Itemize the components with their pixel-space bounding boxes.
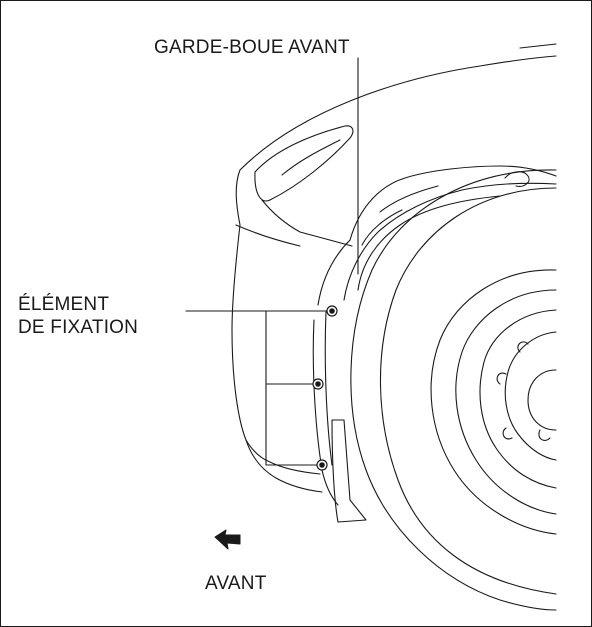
- fender-liner-rib: [361, 209, 403, 246]
- lug-nut-4: [538, 429, 551, 441]
- lug-nut-1: [517, 341, 529, 353]
- fastener-screw-1: [326, 305, 338, 317]
- fastener-label: ÉLÉMENT DE FIXATION: [18, 293, 138, 339]
- hood-outline-top: [519, 43, 557, 49]
- front-fender-label: GARDE-BOUE AVANT: [154, 37, 350, 58]
- rim-ring-3: [479, 309, 557, 489]
- fastener-screw-3: [316, 459, 328, 471]
- tire-tread: [379, 187, 557, 595]
- headlight-inner: [281, 139, 341, 176]
- mud-flap: [331, 419, 367, 523]
- bumper-outline: [231, 169, 323, 493]
- fender-liner-rib-2: [379, 185, 439, 213]
- tire-outer: [350, 169, 557, 611]
- lug-nut-3: [502, 427, 513, 440]
- headlight-outline: [254, 125, 354, 202]
- fastener-label-line2: DE FIXATION: [18, 317, 139, 338]
- fastener-bracket: [265, 310, 323, 466]
- bumper-lower-lip: [245, 439, 321, 475]
- rim-ring-1: [430, 269, 557, 535]
- hood-outline: [239, 55, 557, 171]
- rim-ring-4: [504, 331, 557, 461]
- fender-liner-outer-2: [317, 239, 351, 306]
- hub: [527, 369, 557, 431]
- bumper-edge: [235, 224, 301, 247]
- fender-liner-inner: [343, 182, 557, 301]
- fender-liner-outer: [349, 165, 557, 241]
- fender-liner-edge: [312, 319, 339, 506]
- lug-nut-2: [496, 372, 507, 385]
- fastener-screw-2: [312, 378, 324, 390]
- fender-liner-edge-2: [324, 311, 333, 466]
- rim-ring-2: [455, 289, 557, 515]
- fastener-label-line1: ÉLÉMENT: [18, 294, 110, 315]
- front-direction-label: AVANT: [205, 573, 267, 594]
- arrow-left-icon: [214, 529, 241, 550]
- headlight-bottom: [261, 199, 353, 247]
- fender-liner-inner-2: [357, 195, 501, 291]
